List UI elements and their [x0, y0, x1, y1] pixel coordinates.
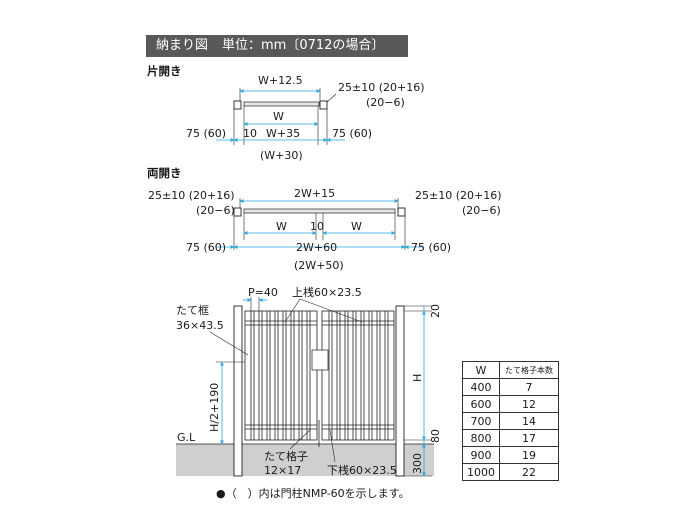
table-cell-count: 14: [499, 412, 559, 430]
ground-label: G.L: [177, 431, 196, 444]
diagram-title-bar: 納まり図単位：mm〔0712の場合〕: [146, 35, 408, 57]
single-post-right-label: 75 (60): [332, 127, 372, 140]
table-cell-count: 12: [499, 395, 559, 413]
bottom-clearance-label: 80: [429, 429, 442, 443]
table-header-w: W: [462, 361, 500, 379]
top-clearance-label: 20: [429, 304, 442, 318]
double-post-right-label: 75 (60): [411, 241, 451, 254]
single-section-label: 片開き: [147, 64, 182, 78]
double-post-right: [397, 207, 406, 217]
table-cell-w: 600: [462, 395, 500, 413]
table-header-row: W たて格子本数: [462, 361, 559, 379]
pitch-label: P=40: [248, 286, 278, 299]
double-w-left-label: W: [276, 220, 287, 233]
single-w-label: W: [273, 110, 284, 123]
single-overall-alt-label: (W+30): [260, 149, 303, 162]
single-tolerance-top: 25±10 (20+16): [338, 81, 425, 94]
double-top-width-label: 2W+15: [294, 187, 335, 200]
double-section-label: 両開き: [147, 166, 182, 180]
single-post-left-label: 75 (60): [186, 127, 226, 140]
single-gap-label: 10: [243, 127, 257, 140]
post-right: [395, 305, 405, 477]
leaf-left-frame: [244, 310, 318, 441]
latch: [311, 349, 329, 371]
table-cell-count: 19: [499, 446, 559, 464]
table-cell-w: 900: [462, 446, 500, 464]
double-tolerance-right-top: 25±10 (20+16): [415, 189, 502, 202]
frame-label: たて框: [176, 304, 209, 317]
gate-elevation: G.L: [176, 285, 442, 477]
top-rail-label: 上桟60×23.5: [292, 285, 362, 299]
double-gate-leaves: [243, 208, 396, 214]
double-swing-plan: 両開き 2W+15 25±10 (20+16) (20−6) 25±10 (20…: [147, 166, 502, 272]
single-swing-plan: 片開き W+12.5 25±10 (20+16) (20−6) W 75 (60…: [147, 64, 425, 162]
double-tolerance-right-bottom: (20−6): [462, 204, 501, 217]
table-cell-count: 22: [499, 463, 559, 481]
post-left: [233, 305, 243, 477]
double-tolerance-left-bottom: (20−6): [196, 204, 235, 217]
half-height-label: H/2+190: [208, 383, 221, 432]
bar-size-label: 12×17: [264, 464, 301, 477]
double-overall-label: 2W+60: [296, 241, 337, 254]
table-cell-count: 7: [499, 378, 559, 396]
double-w-right-label: W: [351, 220, 362, 233]
table-cell-w: 800: [462, 429, 500, 447]
vertical-bars-right: [328, 311, 389, 440]
vertical-bars-left: [250, 311, 311, 440]
single-post-left: [233, 100, 242, 110]
double-post-left-label: 75 (60): [186, 241, 226, 254]
table-header-bar-count: たて格子本数: [499, 361, 559, 379]
double-overall-alt-label: (2W+50): [294, 259, 344, 272]
double-tolerance-left-top: 25±10 (20+16): [148, 189, 235, 202]
table-cell-count: 17: [499, 429, 559, 447]
single-overall-label: W+35: [266, 127, 300, 140]
table-cell-w: 400: [462, 378, 500, 396]
unit-note: 単位：mm〔0712の場合〕: [222, 38, 385, 53]
gate-height-label: H: [411, 374, 424, 382]
table-cell-w: 700: [462, 412, 500, 430]
footnote: ●（ ）内は門柱NMP-60を示します。: [216, 487, 410, 500]
single-post-right: [319, 100, 328, 110]
leaf-right-frame: [321, 310, 395, 441]
embed-depth-label: 300: [411, 453, 424, 474]
frame-size-label: 36×43.5: [176, 319, 224, 332]
double-post-left: [233, 207, 242, 217]
diagram-title: 納まり図: [156, 38, 209, 53]
table-cell-w: 1000: [462, 463, 500, 481]
bottom-rail-label: 下桟60×23.5: [327, 463, 397, 477]
double-gap-label: 10: [310, 220, 324, 233]
ground: [176, 444, 434, 476]
single-gate-leaf: [243, 101, 320, 107]
single-top-width-label: W+12.5: [258, 74, 303, 87]
single-tolerance-bottom: (20−6): [366, 96, 405, 109]
bar-label: たて格子: [264, 449, 308, 463]
